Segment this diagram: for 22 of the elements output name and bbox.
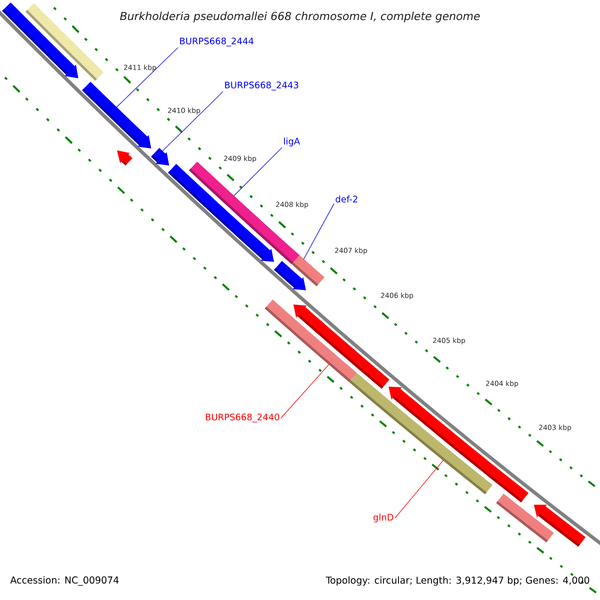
leader-line (394, 460, 444, 518)
gene-feature (151, 148, 170, 166)
leader-line (162, 91, 224, 152)
genome-info-text: Topology: circular; Length: 3,912,947 bp; Genes: 4,000 (326, 576, 590, 586)
leader-line (116, 47, 178, 108)
gene-feature (534, 504, 586, 547)
gene-label: BURPS668_2443 (225, 82, 298, 90)
gene-label: def-2 (336, 196, 358, 202)
gene-label: glnD (373, 514, 394, 522)
accession-text: Accession: NC_009074 (10, 576, 119, 586)
gene-feature (2, 2, 78, 78)
gene-feature (388, 386, 529, 502)
gene-label: BURPS668_2440 (206, 414, 280, 422)
leader-line (234, 147, 282, 196)
gene-bar (292, 255, 324, 286)
leader-line (303, 203, 334, 260)
title: Burkholderia pseudomallei 668 chromosome I, complete genome (120, 12, 480, 22)
gene-label: BURPS668_2444 (180, 38, 254, 46)
gene-feature (116, 150, 132, 166)
leader-line (280, 364, 330, 418)
gene-feature (82, 82, 152, 148)
gene-label: ligA (284, 138, 300, 146)
